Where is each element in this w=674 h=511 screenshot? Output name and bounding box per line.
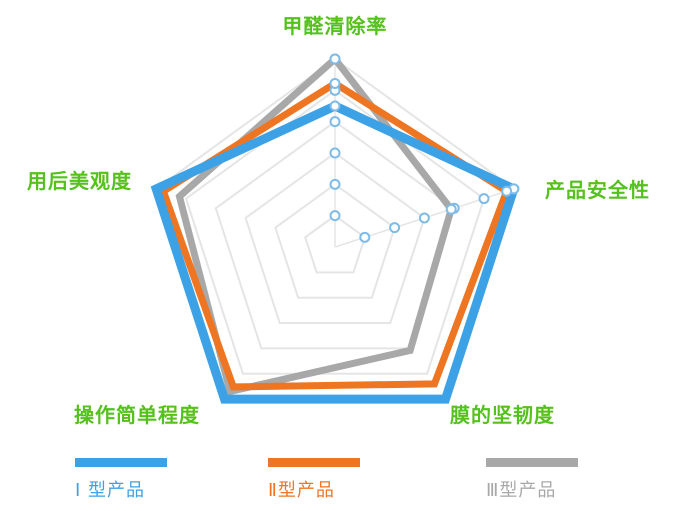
- legend-item-type-2: Ⅱ型产品: [268, 458, 388, 502]
- grid-pentagon-level-4: [214, 120, 456, 350]
- series-vertex-marker-type-3: [329, 53, 341, 65]
- legend-swatch-type-2: [268, 458, 360, 467]
- axis-label-post-use-aesthetics: 用后美观度: [27, 169, 132, 193]
- series-vertex-marker-type-2: [501, 185, 513, 197]
- grid-pentagon-level-3: [244, 151, 426, 325]
- axis-tick-marker: [329, 116, 341, 128]
- axis-tick-marker: [329, 147, 341, 159]
- axis-label-film-toughness: 膜的坚韧度: [450, 403, 555, 427]
- legend-label-type-1: Ⅰ 型产品: [75, 480, 146, 501]
- legend-label-type-2: Ⅱ型产品: [268, 480, 335, 501]
- legend-swatch-type-3: [486, 458, 578, 467]
- axis-tick-marker: [389, 222, 401, 234]
- axis-label-operation-simplicity: 操作简单程度: [74, 403, 200, 427]
- series-vertex-marker-type-1: [329, 100, 341, 112]
- legend-item-type-1: Ⅰ 型产品: [75, 458, 195, 502]
- series-polygon-type-1: [150, 101, 520, 404]
- axis-tick-marker: [478, 193, 490, 205]
- axis-tick-marker: [329, 210, 341, 222]
- axis-tick-marker: [418, 212, 430, 224]
- legend-label-type-3: Ⅲ型产品: [486, 480, 557, 501]
- legend-item-type-3: Ⅲ型产品: [486, 458, 606, 502]
- axis-label-product-safety: 产品安全性: [545, 178, 650, 202]
- grid-pentagon-level-5: [184, 89, 486, 375]
- axis-tick-marker: [359, 231, 371, 243]
- series-vertex-marker-type-2: [329, 77, 341, 89]
- series-polygon-type-3: [175, 53, 456, 396]
- legend-swatch-type-1: [75, 458, 167, 467]
- grid-pentagon-level-2: [274, 183, 396, 299]
- axis-tick-marker: [329, 178, 341, 190]
- axis-label-formaldehyde-removal-rate: 甲醛清除率: [282, 14, 388, 38]
- series-vertex-marker-type-3: [445, 203, 457, 215]
- grid-pentagon-level-1: [304, 214, 366, 274]
